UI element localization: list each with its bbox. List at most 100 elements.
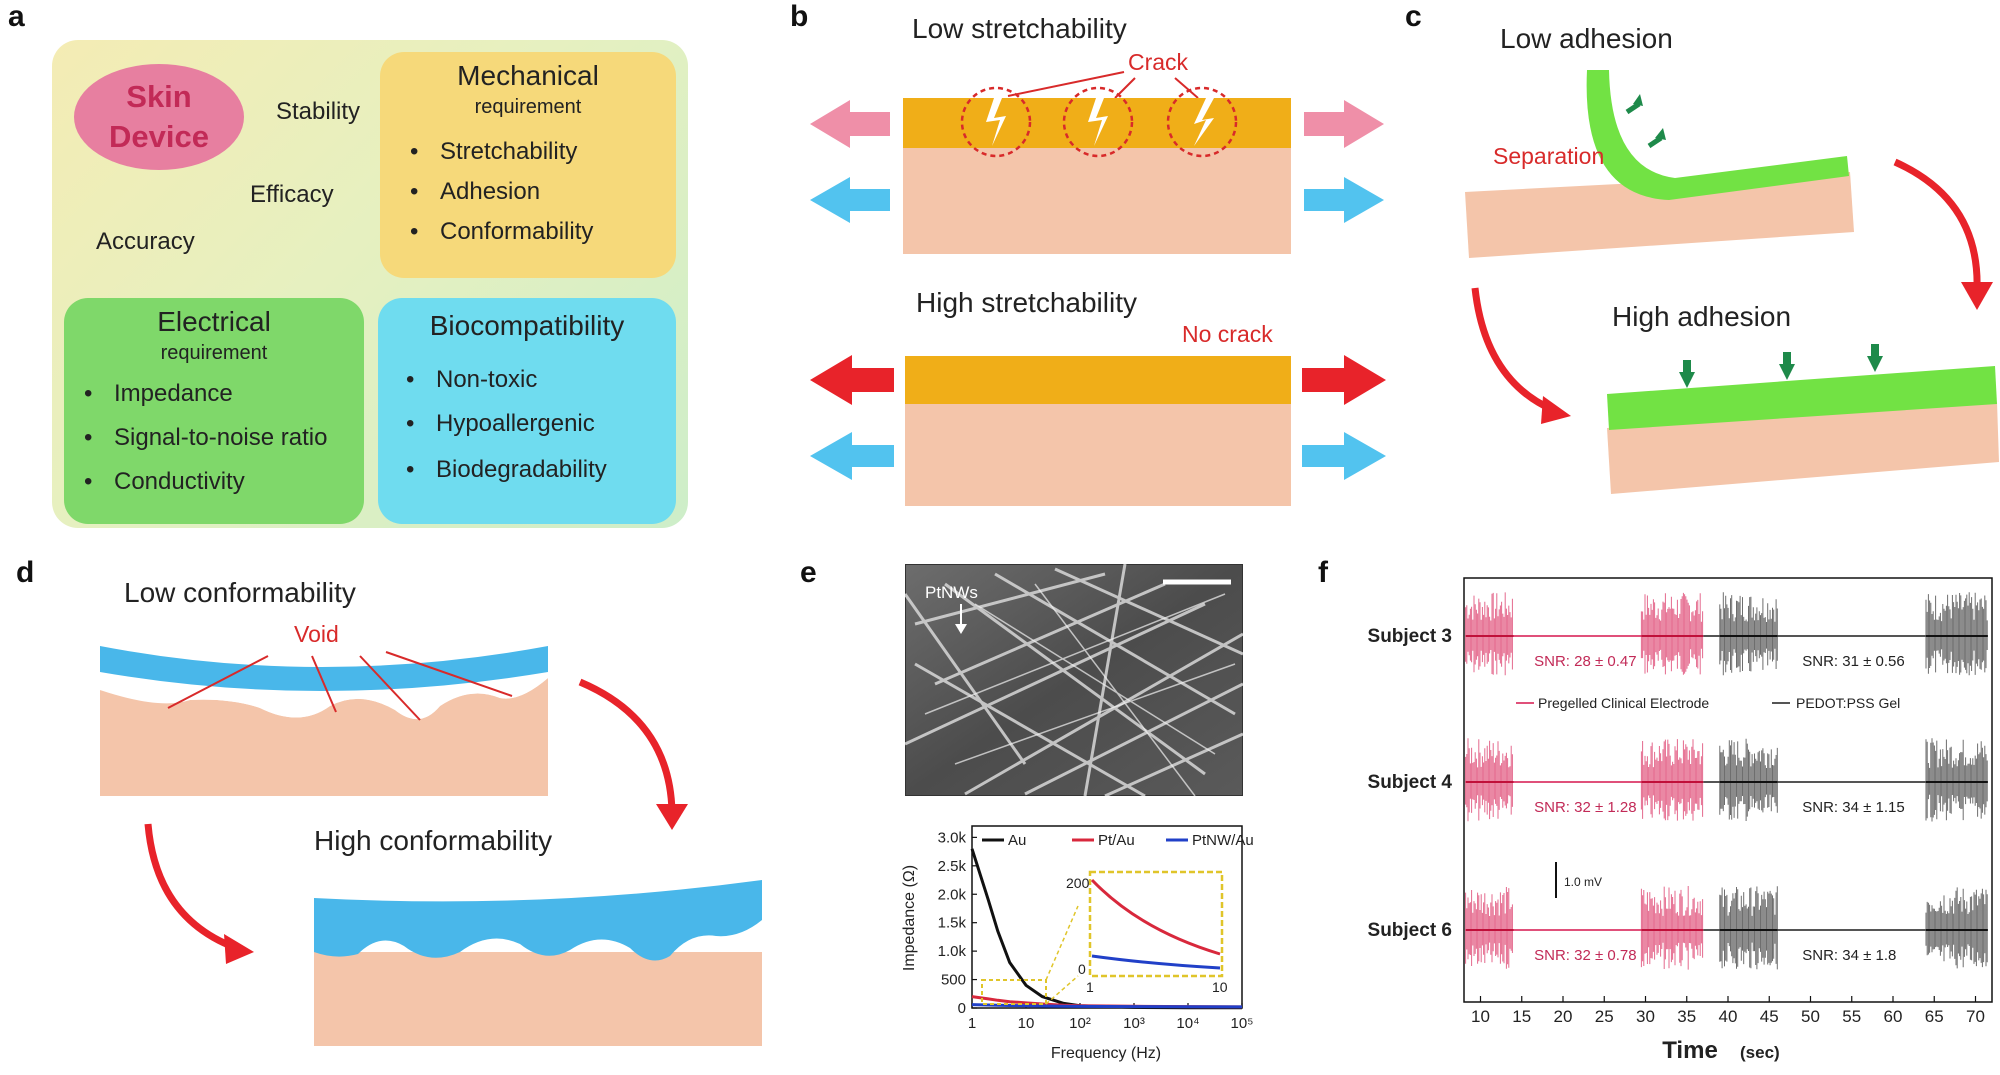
pull-arrow-left-blue bbox=[810, 432, 894, 480]
x-tick-label: 55 bbox=[1842, 1007, 1861, 1026]
press-arrow-icon bbox=[1779, 364, 1795, 380]
x-tick-label: 30 bbox=[1636, 1007, 1655, 1026]
electrical-item: Conductivity bbox=[84, 468, 327, 496]
skin-device-line2: Device bbox=[109, 119, 209, 154]
low-stretchability-title: Low stretchability bbox=[912, 13, 1127, 44]
separation-label: Separation bbox=[1493, 143, 1604, 169]
y-tick-label: 3.0k bbox=[938, 829, 967, 846]
x-tick-label: 70 bbox=[1966, 1007, 1985, 1026]
void-leader-line bbox=[167, 655, 269, 709]
no-crack-label: No crack bbox=[1182, 321, 1273, 347]
peeling-device-film bbox=[1586, 70, 1849, 200]
crack-icon bbox=[986, 98, 1006, 146]
panel-label-f: f bbox=[1318, 556, 1328, 589]
snr-clinical: SNR: 28 ± 0.47 bbox=[1534, 653, 1636, 670]
crack-leader-line bbox=[1174, 77, 1199, 99]
high-conformability-title: High conformability bbox=[314, 825, 552, 856]
subject-label: Subject 3 bbox=[1368, 626, 1452, 647]
void-leader-line bbox=[385, 651, 513, 697]
lift-arrow-icon bbox=[1655, 128, 1666, 140]
lift-arrow-icon bbox=[1625, 101, 1641, 115]
nanowire-texture bbox=[905, 564, 1243, 796]
series-line-ptnw-au bbox=[971, 1003, 1243, 1009]
pull-arrow-right-red bbox=[1302, 355, 1386, 405]
subject-label: Subject 6 bbox=[1368, 920, 1452, 941]
inset-ytick: 200 bbox=[1066, 875, 1090, 891]
zoom-connector bbox=[1045, 905, 1079, 981]
x-tick-label: 45 bbox=[1760, 1007, 1779, 1026]
high-stretchability-title: High stretchability bbox=[916, 287, 1137, 318]
accuracy-label: Accuracy bbox=[96, 228, 195, 255]
x-tick-label: 10² bbox=[1069, 1015, 1091, 1032]
scale-bar-label: 1.0 mV bbox=[1564, 875, 1602, 889]
panel-label-d: d bbox=[16, 556, 35, 589]
arrow-head bbox=[224, 934, 254, 964]
biocompatibility-box: Biocompatibility Non-toxic Hypoallergeni… bbox=[378, 298, 676, 524]
ptnws-pointer-head bbox=[955, 624, 967, 634]
crack-label: Crack bbox=[1128, 49, 1189, 75]
inset-xtick: 10 bbox=[1212, 979, 1228, 995]
electrical-subtitle: requirement bbox=[160, 342, 268, 364]
void-leader-line bbox=[359, 655, 421, 721]
biocompatibility-item: Hypoallergenic bbox=[406, 410, 607, 438]
electrical-item: Impedance bbox=[84, 380, 327, 408]
transition-arrow bbox=[144, 823, 238, 952]
x-tick-label: 40 bbox=[1719, 1007, 1738, 1026]
snr-clinical: SNR: 32 ± 1.28 bbox=[1534, 799, 1636, 816]
crack-circle bbox=[960, 86, 1032, 158]
emg-burst bbox=[1719, 592, 1778, 676]
x-tick-label: 10³ bbox=[1123, 1015, 1145, 1032]
x-axis-label: Time bbox=[1662, 1037, 1718, 1064]
inset-line-ptnw-au bbox=[1091, 954, 1221, 970]
high-adhesion-title: High adhesion bbox=[1612, 301, 1791, 332]
void-leader-line bbox=[311, 655, 337, 713]
emg-burst bbox=[1465, 592, 1513, 676]
arrow-head bbox=[656, 804, 688, 830]
mechanical-item: Adhesion bbox=[410, 178, 593, 206]
press-arrow-icon bbox=[1783, 352, 1791, 366]
inset-line-pt-au bbox=[1090, 878, 1221, 956]
low-conformability-title: Low conformability bbox=[124, 577, 356, 608]
skin-device-ellipse: Skin Device bbox=[74, 64, 244, 170]
arrow-head bbox=[1961, 282, 1993, 310]
skin-substrate bbox=[314, 952, 762, 1046]
x-tick-label: 10⁵ bbox=[1231, 1015, 1254, 1032]
x-tick-label: 10⁴ bbox=[1176, 1015, 1199, 1032]
device-film-rigid bbox=[100, 646, 548, 691]
emg-burst bbox=[1925, 738, 1988, 822]
transition-arrow bbox=[1471, 287, 1555, 414]
emg-burst bbox=[1925, 887, 1988, 969]
emg-burst bbox=[1640, 886, 1704, 970]
panel-label-a: a bbox=[8, 0, 25, 33]
y-tick-label: 1.0k bbox=[938, 943, 967, 960]
skin-substrate bbox=[1607, 402, 1999, 494]
y-tick-label: 2.5k bbox=[938, 858, 967, 875]
stretchability-diagram: Low stretchability Crack High stretchabi… bbox=[810, 13, 1386, 506]
ptnws-label: PtNWs bbox=[925, 583, 978, 602]
inset-ytick: 0 bbox=[1078, 961, 1086, 977]
lift-arrow-icon bbox=[1647, 135, 1663, 149]
press-arrow-icon bbox=[1683, 360, 1691, 374]
x-tick-label: 10 bbox=[1018, 1015, 1035, 1032]
pull-arrow-left-pink bbox=[810, 100, 890, 148]
panel-label-b: b bbox=[790, 0, 809, 33]
emg-burst bbox=[1465, 738, 1513, 822]
low-adhesion-title: Low adhesion bbox=[1500, 23, 1673, 54]
mechanical-item: Conformability bbox=[410, 218, 593, 246]
crack-circle bbox=[1062, 86, 1134, 158]
lift-arrow-icon bbox=[1633, 94, 1643, 106]
transition-arrow bbox=[1893, 158, 1981, 291]
skin-substrate bbox=[905, 404, 1291, 506]
emg-burst bbox=[1640, 739, 1704, 821]
electrical-title: Electrical bbox=[157, 306, 271, 337]
mechanical-box: Mechanical requirement Stretchability Ad… bbox=[380, 52, 676, 278]
pull-arrow-right-blue bbox=[1302, 432, 1386, 480]
subject-label: Subject 4 bbox=[1368, 772, 1453, 793]
legend-label: Au bbox=[1008, 832, 1026, 849]
emg-burst bbox=[1925, 592, 1988, 676]
inset-plot bbox=[1088, 870, 1224, 978]
device-film-intact bbox=[905, 356, 1291, 404]
pull-arrow-right-blue bbox=[1304, 177, 1384, 223]
